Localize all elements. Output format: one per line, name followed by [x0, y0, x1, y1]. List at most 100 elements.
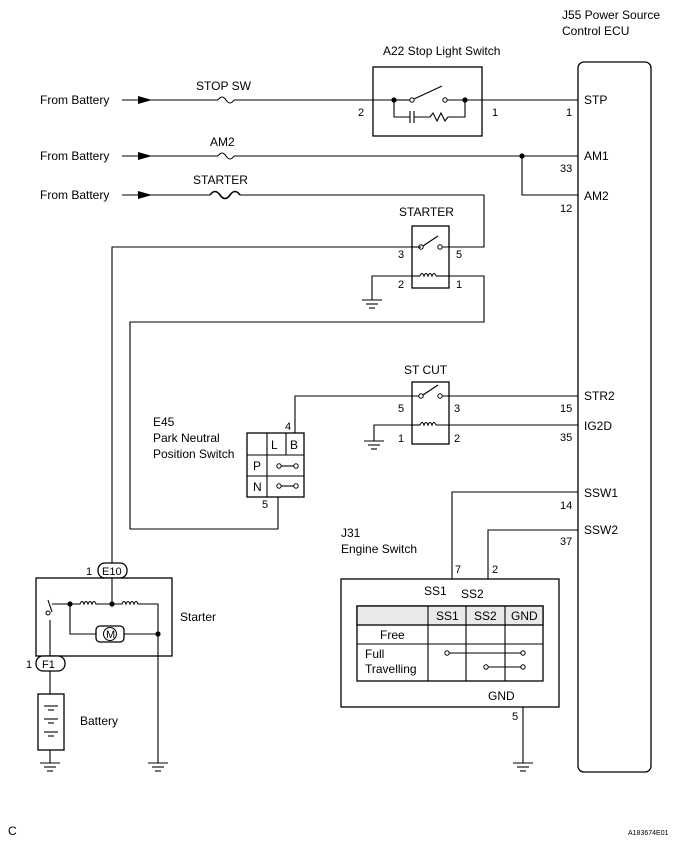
starter-connector-pin: 1: [86, 566, 92, 578]
arrow-icon: [138, 96, 152, 104]
park-neutral-position-switch: E45 Park Neutral Position Switch 4 5 L B…: [153, 415, 305, 511]
fuse-label-stop-sw: STOP SW: [196, 79, 252, 93]
engine-switch-pin2: 2: [492, 564, 498, 576]
stop-light-pin-right: 1: [492, 107, 498, 119]
stop-light-pin-left: 2: [358, 107, 364, 119]
starter-relay: STARTER 3 5 2 1: [111, 205, 485, 566]
ecu-pin-ssw2: SSW2: [584, 523, 618, 537]
battery-label: Battery: [80, 714, 118, 728]
pnp-col-l: L: [271, 438, 278, 452]
coil-icon: [112, 600, 159, 634]
arrow-icon: [138, 152, 152, 160]
battery-connector-pin: 1: [26, 659, 32, 671]
ecu-pin-number-am2: 12: [560, 203, 572, 215]
coil-icon: [419, 421, 437, 427]
arrow-icon: [138, 191, 152, 199]
starter-relay-pin5: 5: [456, 249, 462, 261]
stop-light-switch-title: A22 Stop Light Switch: [383, 44, 500, 58]
coil-icon: [419, 272, 437, 278]
footer-right: A183674E01: [628, 830, 669, 837]
battery-connector-label: F1: [42, 659, 55, 671]
from-battery-label-3: From Battery: [40, 188, 109, 202]
fuse-icon: [217, 152, 235, 160]
ecu-title-line1: J55 Power Source: [562, 8, 660, 22]
starter-relay-title: STARTER: [399, 205, 454, 219]
ecu-pin-stp: STP: [584, 93, 607, 107]
footer-left: C: [8, 824, 17, 838]
engine-switch-row-full-1: Full: [365, 647, 384, 661]
starter-motor-label: M: [106, 629, 115, 641]
engine-switch-title-line1: J31: [341, 526, 361, 540]
engine-switch-table-header-gnd: GND: [511, 609, 538, 623]
starter-relay-pin2: 2: [398, 279, 404, 291]
engine-switch-ss2: SS2: [461, 587, 484, 601]
ground-icon: [362, 299, 382, 309]
engine-switch: J31 Engine Switch 7 2 SS1 SS2 GND 5 SS1 …: [340, 491, 578, 772]
st-cut-pin5: 5: [398, 403, 404, 415]
engine-switch-table-header-ss1: SS1: [436, 609, 459, 623]
starter-relay-pin1: 1: [456, 279, 462, 291]
ground-icon: [40, 762, 60, 772]
battery: F1 1 Battery: [26, 655, 118, 772]
ecu-pin-number-str2: 15: [560, 403, 572, 415]
pnp-title-line3: Position Switch: [153, 447, 234, 461]
switch-contact-icon: [413, 85, 443, 100]
switch-contact-icon: [47, 599, 53, 613]
ecu-pin-number-ig2d: 35: [560, 432, 572, 444]
motor-icon: [103, 627, 117, 641]
ground-icon: [364, 440, 384, 450]
engine-switch-ss1: SS1: [424, 584, 447, 598]
pnp-pin-top: 4: [285, 421, 291, 433]
coil-icon: [70, 600, 112, 606]
pnp-title-line1: E45: [153, 415, 175, 429]
ecu-pin-number-ssw1: 14: [560, 500, 572, 512]
from-battery-label-1: From Battery: [40, 93, 109, 107]
fuse-label-starter: STARTER: [193, 173, 248, 187]
ground-icon: [148, 762, 168, 772]
engine-switch-row-full-2: Travelling: [365, 662, 417, 676]
stop-light-switch: A22 Stop Light Switch 2 1: [358, 44, 578, 137]
pnp-row-p: P: [253, 459, 261, 473]
switch-contact-icon: [422, 235, 439, 247]
st-cut-relay-title: ST CUT: [404, 363, 448, 377]
pnp-title-line2: Park Neutral: [153, 431, 220, 445]
ecu-pin-number-am1: 33: [560, 163, 572, 175]
starter-motor: E10 1 Starter M: [35, 562, 216, 772]
engine-switch-pin7: 7: [455, 564, 461, 576]
pnp-pin-bottom: 5: [262, 499, 268, 511]
st-cut-relay: ST CUT 5 3 1 2: [294, 363, 578, 450]
starter-connector-label: E10: [102, 566, 122, 578]
fuse-icon: [217, 96, 235, 104]
pnp-col-b: B: [290, 438, 298, 452]
ecu-pin-number-ssw2: 37: [560, 536, 572, 548]
ecu-body: [577, 61, 652, 773]
from-battery-label-2: From Battery: [40, 149, 109, 163]
power-source-ecu: J55 Power Source Control ECU STP AM1 AM2…: [560, 8, 660, 773]
engine-switch-row-free: Free: [380, 628, 405, 642]
st-cut-pin1: 1: [398, 433, 404, 445]
starter-label: Starter: [180, 610, 216, 624]
ecu-pin-am1: AM1: [584, 149, 609, 163]
ecu-title-line2: Control ECU: [562, 24, 629, 38]
st-cut-pin2: 2: [454, 433, 460, 445]
ecu-pin-ig2d: IG2D: [584, 419, 612, 433]
battery-feeds: From Battery From Battery From Battery S…: [40, 79, 578, 248]
fusible-link-icon: [209, 190, 241, 200]
engine-switch-gnd: GND: [488, 689, 515, 703]
engine-switch-title-line2: Engine Switch: [341, 542, 417, 556]
ecu-pin-str2: STR2: [584, 389, 615, 403]
engine-switch-table-header-ss2: SS2: [474, 609, 497, 623]
switch-contact-icon: [422, 384, 439, 396]
battery-cell-icon: [44, 705, 58, 737]
ecu-pin-am2: AM2: [584, 189, 609, 203]
ecu-pin-ssw1: SSW1: [584, 486, 618, 500]
st-cut-pin3: 3: [454, 403, 460, 415]
resistor-icon: [414, 100, 466, 123]
pnp-row-n: N: [253, 480, 262, 494]
fuse-label-am2: AM2: [210, 135, 235, 149]
ground-icon: [513, 762, 533, 772]
ecu-pin-number-stp: 1: [566, 107, 572, 119]
engine-switch-gnd-pin: 5: [512, 711, 518, 723]
starter-relay-pin3: 3: [398, 249, 404, 261]
